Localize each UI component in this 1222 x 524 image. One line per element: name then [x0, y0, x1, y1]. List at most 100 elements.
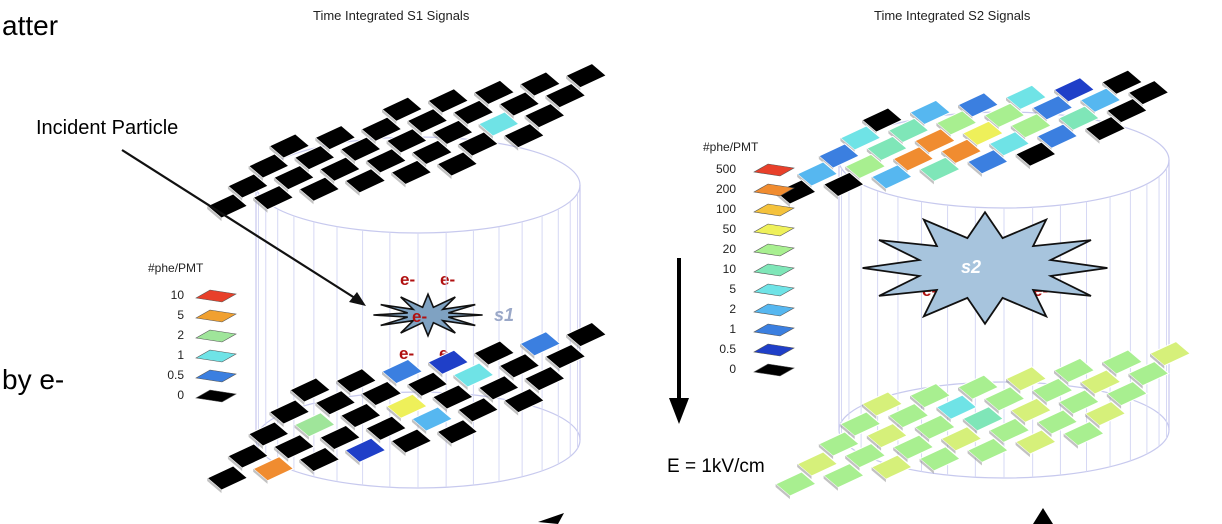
pmt-tile-edge	[520, 343, 535, 359]
pmt-tile	[961, 406, 1005, 432]
pmt-tile-edge	[478, 387, 493, 403]
legend-swatch	[753, 283, 795, 297]
s2-flash-icon	[862, 210, 1108, 326]
pmt-tile	[1057, 389, 1101, 415]
pmt-tile-edge	[910, 395, 925, 411]
pmt-tile	[1149, 340, 1192, 367]
pmt-tile-edge	[361, 393, 376, 409]
s2-legend-label: 500	[715, 162, 736, 176]
pmt-tile-edge	[361, 129, 376, 145]
pmt-tile-edge	[823, 475, 838, 491]
pmt-tile-edge	[432, 397, 447, 413]
pmt-tile	[318, 156, 362, 182]
pmt-tile	[427, 88, 470, 114]
s1-legend-label: 10	[170, 288, 184, 302]
pmt-tile	[1062, 420, 1105, 447]
pmt-tile	[314, 390, 357, 416]
pmt-tile	[913, 414, 957, 440]
pmt-tile	[1084, 115, 1127, 142]
pmt-tile	[385, 128, 428, 154]
pmt-tile-edge	[1015, 154, 1030, 170]
legend-swatch	[753, 223, 795, 237]
pmt-tile-edge	[294, 157, 309, 173]
pmt-tile-edge	[1032, 390, 1047, 406]
pmt-tile-edge	[503, 400, 519, 416]
pmt-tile	[1014, 429, 1057, 455]
s1-legend-label: 5	[177, 308, 184, 322]
s2-label: s2	[961, 257, 981, 277]
pmt-tile	[272, 164, 316, 191]
pmt-tile-edge	[340, 415, 355, 431]
pmt-tile	[298, 446, 341, 473]
pmt-tile-edge	[345, 450, 360, 466]
pmt-tile	[456, 131, 500, 157]
pmt-tile-edge	[315, 137, 330, 153]
pmt-tile-edge	[411, 419, 427, 435]
legend-swatch	[753, 363, 795, 377]
pmt-tile-edge	[248, 434, 263, 450]
pmt-tile-edge	[319, 437, 335, 453]
pmt-tile	[1057, 105, 1101, 131]
pmt-tile-edge	[428, 362, 443, 378]
pmt-tile-edge	[566, 334, 581, 350]
pmt-tile	[983, 102, 1026, 129]
pmt-tile-edge	[989, 430, 1004, 446]
pmt-tile-edge	[499, 365, 514, 381]
pmt-tile-edge	[545, 95, 560, 111]
pmt-tile-edge	[1085, 413, 1100, 429]
pmt-tile	[918, 446, 961, 472]
s2-legend-label: 0.5	[719, 342, 736, 356]
pmt-tile	[988, 417, 1031, 444]
pmt-tile	[940, 426, 983, 452]
pmt-tile-edge	[336, 380, 351, 396]
pmt-tile	[1014, 141, 1057, 167]
pmt-tile	[406, 108, 449, 134]
pmt-tile-edge	[227, 456, 243, 472]
pmt-tile	[452, 99, 495, 126]
pmt-tile-edge	[382, 371, 397, 387]
pmt-tile	[544, 82, 587, 109]
pmt-tile	[410, 139, 454, 166]
incident-particle-label: Incident Particle	[36, 117, 179, 139]
pmt-tile-edge	[386, 140, 401, 156]
incident-particle-arrow	[121, 149, 359, 301]
pmt-tile	[335, 368, 378, 394]
pmt-tile	[272, 434, 316, 460]
legend-swatch	[195, 349, 237, 363]
legend-swatch	[195, 329, 237, 343]
s2-legend-label: 1	[729, 322, 736, 336]
pmt-tile	[473, 79, 516, 106]
pmt-tile-edge	[437, 431, 452, 447]
s1-label: s1	[494, 305, 514, 325]
pmt-tile-edge	[1015, 442, 1030, 458]
pmt-tile	[1127, 360, 1170, 387]
s2-legend-label: 50	[722, 222, 736, 236]
pmt-tile	[1084, 400, 1127, 427]
pmt-tile	[247, 421, 290, 447]
pmt-tile	[1036, 409, 1079, 435]
pmt-tile	[477, 375, 520, 401]
pmt-tile-edge	[823, 184, 838, 200]
pmt-tile	[268, 399, 311, 425]
legend-swatch	[753, 323, 795, 337]
pmt-tile-edge	[273, 446, 289, 462]
pmt-tile-edge	[457, 409, 473, 425]
pmt-tile-edge	[386, 406, 401, 422]
s2-legend-label: 10	[722, 262, 736, 276]
pmt-tile-edge	[407, 120, 422, 136]
pmt-tile-edge	[818, 444, 834, 460]
field-label: E = 1kV/cm	[667, 456, 765, 477]
pmt-tile	[966, 437, 1009, 464]
pmt-tile-edge	[499, 104, 514, 120]
pmt-tile	[870, 454, 913, 480]
pmt-tile-edge	[775, 484, 790, 500]
pmt-tile-edge	[457, 144, 473, 160]
pmt-tile	[268, 133, 311, 159]
pmt-tile-edge	[962, 418, 978, 434]
pmt-tile	[385, 393, 428, 419]
pmt-tile	[390, 428, 433, 454]
s1-legend-label: 1	[177, 348, 184, 362]
pmt-tile-edge	[432, 132, 447, 148]
